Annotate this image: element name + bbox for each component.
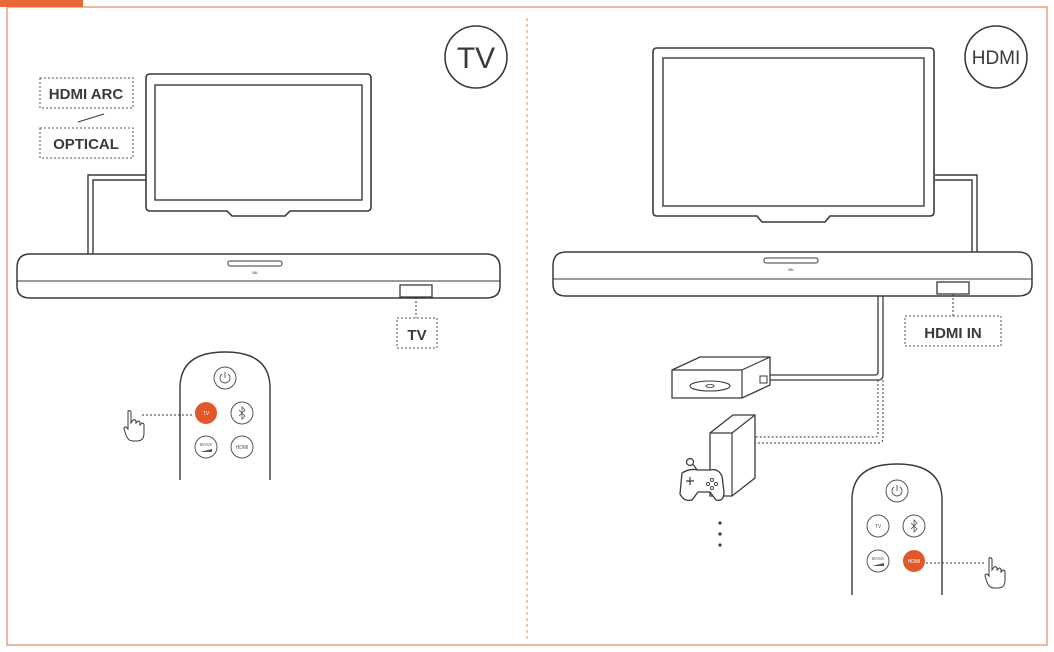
tv-port bbox=[399, 284, 433, 298]
power-icon bbox=[219, 373, 231, 384]
disc-player-cable bbox=[770, 296, 884, 381]
frame-border bbox=[6, 6, 1048, 646]
tv-button-right[interactable]: TV bbox=[866, 514, 890, 538]
soundbar: JBL bbox=[16, 253, 501, 318]
bass-button-right[interactable]: BASS bbox=[866, 549, 890, 573]
hdmi-in-label-box: HDMI IN bbox=[904, 315, 1002, 347]
hdmi-mode-badge: HDMI bbox=[964, 25, 1028, 89]
tv-port-label-box: TV bbox=[396, 317, 438, 349]
tv-port-label: TV bbox=[407, 327, 426, 344]
tv-button-label: TV bbox=[203, 411, 210, 417]
optical-label-box: OPTICAL bbox=[39, 127, 134, 159]
disc-player-cable-inner bbox=[770, 296, 879, 376]
accent-tab bbox=[0, 0, 83, 7]
hdmi-button[interactable]: HDMI bbox=[230, 435, 254, 459]
hand-pointer-icon-right bbox=[984, 557, 1006, 589]
soundbar-logo: JBL bbox=[252, 270, 260, 275]
tv-cable-right bbox=[935, 174, 978, 255]
right-panel: HDMI JBL HDMI IN bbox=[552, 25, 1033, 595]
power-icon-right bbox=[891, 486, 903, 497]
label-separator-slash bbox=[77, 113, 105, 123]
hdmi-in-label: HDMI IN bbox=[924, 325, 982, 342]
hdmi-arc-label: HDMI ARC bbox=[49, 86, 124, 103]
bass-button-label: BASS bbox=[200, 442, 212, 447]
tv-cable-right-inner bbox=[935, 179, 973, 255]
hdmi-in-port bbox=[936, 281, 970, 295]
tv-mode-badge-label: TV bbox=[457, 42, 495, 75]
tv-monitor bbox=[145, 73, 372, 217]
disc-icon bbox=[689, 380, 731, 392]
power-button-right[interactable] bbox=[885, 479, 909, 503]
hdmi-button-label-right: HDMI bbox=[908, 559, 921, 565]
hdmi-mode-badge-label: HDMI bbox=[972, 48, 1021, 69]
tv-monitor-right bbox=[652, 47, 935, 223]
soundbar-display-right bbox=[763, 257, 819, 264]
tv-button[interactable]: TV bbox=[195, 402, 217, 424]
bluetooth-button-right[interactable] bbox=[902, 514, 926, 538]
bluetooth-icon bbox=[238, 406, 246, 420]
hdmi-button-label: HDMI bbox=[236, 445, 249, 451]
gamepad-icon bbox=[679, 457, 725, 502]
bass-button-label-right: BASS bbox=[872, 556, 884, 561]
soundbar-display bbox=[227, 260, 283, 267]
bluetooth-button[interactable] bbox=[230, 401, 254, 425]
tv-cable bbox=[87, 174, 146, 255]
hdmi-button-right[interactable]: HDMI bbox=[903, 550, 925, 572]
disc-player bbox=[671, 356, 771, 399]
tv-mode-badge: TV bbox=[444, 25, 508, 89]
power-button[interactable] bbox=[213, 366, 237, 390]
hand-pointer-icon bbox=[123, 410, 145, 442]
remote-control-right: TV BASS HDMI bbox=[851, 463, 943, 595]
bass-button[interactable]: BASS bbox=[194, 435, 218, 459]
tv-cable-inner bbox=[92, 179, 146, 255]
soundbar-logo-right: JBL bbox=[788, 267, 796, 272]
bluetooth-icon-right bbox=[910, 519, 918, 533]
console-cable-dashed-inner bbox=[755, 380, 879, 438]
soundbar-right: JBL bbox=[552, 251, 1033, 316]
left-panel: TV HDMI ARC OPTICAL JBL bbox=[16, 25, 508, 480]
remote-control: TV BASS HDMI bbox=[179, 351, 271, 480]
more-devices-ellipsis bbox=[718, 521, 722, 547]
tv-button-label-right: TV bbox=[875, 524, 882, 530]
hdmi-arc-label-box: HDMI ARC bbox=[39, 77, 134, 109]
console-cable-dashed bbox=[755, 380, 884, 444]
optical-label: OPTICAL bbox=[53, 136, 119, 153]
